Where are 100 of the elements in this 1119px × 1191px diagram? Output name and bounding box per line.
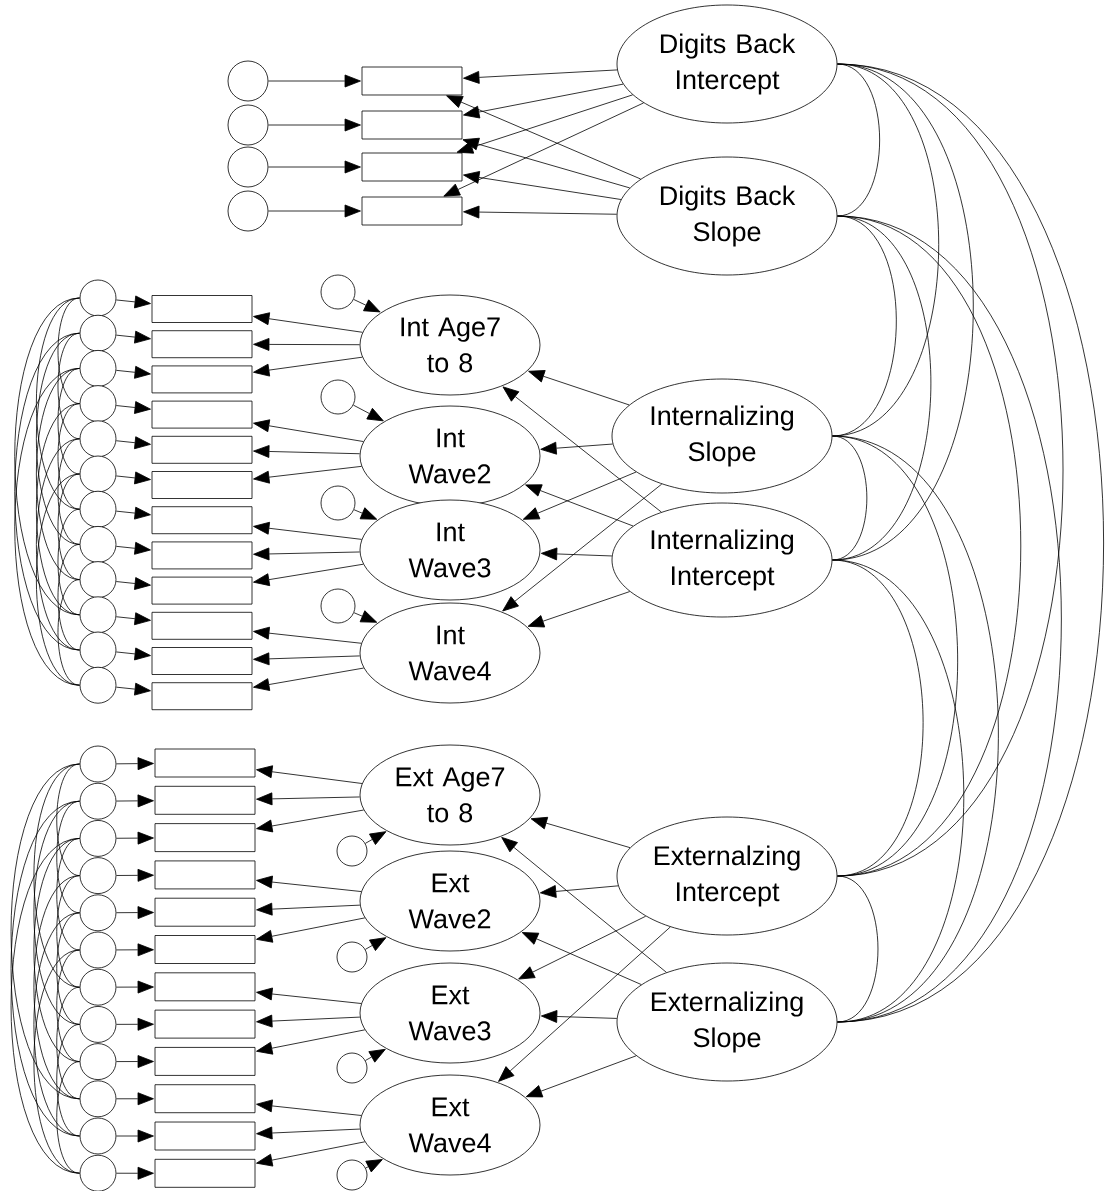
covariance-arc — [10, 800, 80, 1137]
indicator-box — [151, 295, 253, 323]
arrow — [268, 118, 361, 132]
indicator-box — [154, 1084, 256, 1114]
arrow — [256, 1014, 361, 1028]
arrow — [463, 83, 624, 119]
indicator-box — [151, 330, 253, 359]
residual-circle — [336, 941, 368, 973]
covariance-arc — [56, 912, 80, 1025]
indicator-box — [361, 110, 463, 140]
arrow — [116, 1092, 154, 1106]
arrow — [116, 794, 154, 808]
arrow — [115, 330, 151, 344]
arrow — [115, 612, 151, 626]
covariance-arc — [33, 949, 80, 1174]
arrow — [502, 386, 662, 513]
arrow — [256, 792, 361, 806]
error-circle — [79, 385, 117, 422]
error-circle — [79, 1117, 117, 1155]
covariance-arc — [33, 800, 80, 1025]
arrow — [522, 471, 637, 520]
arrow — [365, 937, 387, 951]
covariance-arc — [10, 838, 80, 1174]
error-circle — [79, 857, 117, 894]
arrow — [268, 204, 361, 218]
arrow — [525, 1055, 637, 1098]
indicator-box — [361, 196, 463, 226]
error-circle — [79, 894, 117, 932]
arrow — [353, 507, 378, 520]
arrow — [116, 868, 154, 882]
indicator-box — [154, 972, 256, 1002]
arrow — [256, 987, 362, 1004]
arrow — [256, 875, 362, 892]
arrow — [253, 667, 365, 691]
arrow — [463, 205, 618, 219]
arrow — [353, 299, 381, 313]
arrow — [268, 160, 361, 174]
arrow — [256, 809, 365, 833]
covariance-arc — [56, 838, 80, 951]
arrow — [115, 471, 151, 485]
error-circle — [79, 526, 117, 563]
arrow — [443, 102, 644, 197]
arrow — [525, 484, 634, 527]
covariance-arc — [57, 544, 80, 651]
arrow — [365, 831, 387, 845]
covariance-arc — [35, 438, 80, 651]
error-circle — [79, 455, 117, 493]
indicator-box — [154, 1121, 256, 1151]
error-circle — [79, 279, 117, 317]
error-circle — [227, 190, 269, 232]
arrow — [498, 926, 671, 1082]
covariance-arc — [33, 763, 80, 988]
covariance-arc — [837, 63, 1104, 1023]
indicator-box — [151, 435, 253, 464]
covariance-arc — [57, 473, 80, 580]
residual-circle — [320, 588, 356, 624]
indicator-box — [154, 823, 256, 852]
arrow — [540, 1010, 618, 1023]
arrow — [116, 757, 154, 771]
error-circle — [79, 1006, 117, 1043]
arrow — [253, 563, 364, 587]
arrow — [253, 356, 363, 377]
arrow — [115, 436, 151, 450]
covariance-arc — [33, 912, 80, 1137]
arrow — [539, 885, 619, 898]
arrow — [521, 932, 642, 985]
arrow — [115, 647, 151, 661]
arrow — [446, 95, 642, 180]
residual-circle — [336, 835, 368, 867]
covariance-arc — [35, 473, 80, 686]
covariance-arc — [832, 559, 965, 1023]
indicator-box — [151, 365, 253, 394]
indicator-box — [151, 471, 253, 499]
arrow — [256, 1126, 361, 1140]
arrow — [116, 906, 154, 919]
covariance-arc — [14, 368, 80, 686]
indicator-box — [151, 506, 253, 535]
indicator-box — [151, 647, 253, 675]
covariance-arc — [35, 403, 80, 616]
error-circle — [79, 561, 117, 598]
error-circle — [227, 104, 269, 146]
residual-circle — [320, 485, 356, 521]
indicator-box — [154, 860, 256, 890]
error-circle — [79, 631, 117, 669]
error-circle — [227, 60, 269, 102]
arrow — [115, 506, 151, 520]
arrow — [253, 626, 362, 644]
covariance-arc — [14, 332, 80, 651]
indicator-box — [151, 400, 253, 429]
error-circle — [227, 146, 269, 188]
arrow — [256, 1099, 362, 1116]
arrow — [540, 547, 613, 561]
covariance-arc — [33, 875, 80, 1100]
covariance-arc — [837, 875, 879, 1023]
indicator-box — [151, 541, 253, 570]
arrow — [518, 915, 647, 980]
error-circle — [79, 820, 117, 857]
indicator-box — [151, 682, 253, 711]
covariance-arc — [35, 297, 80, 510]
indicator-box — [151, 611, 253, 640]
